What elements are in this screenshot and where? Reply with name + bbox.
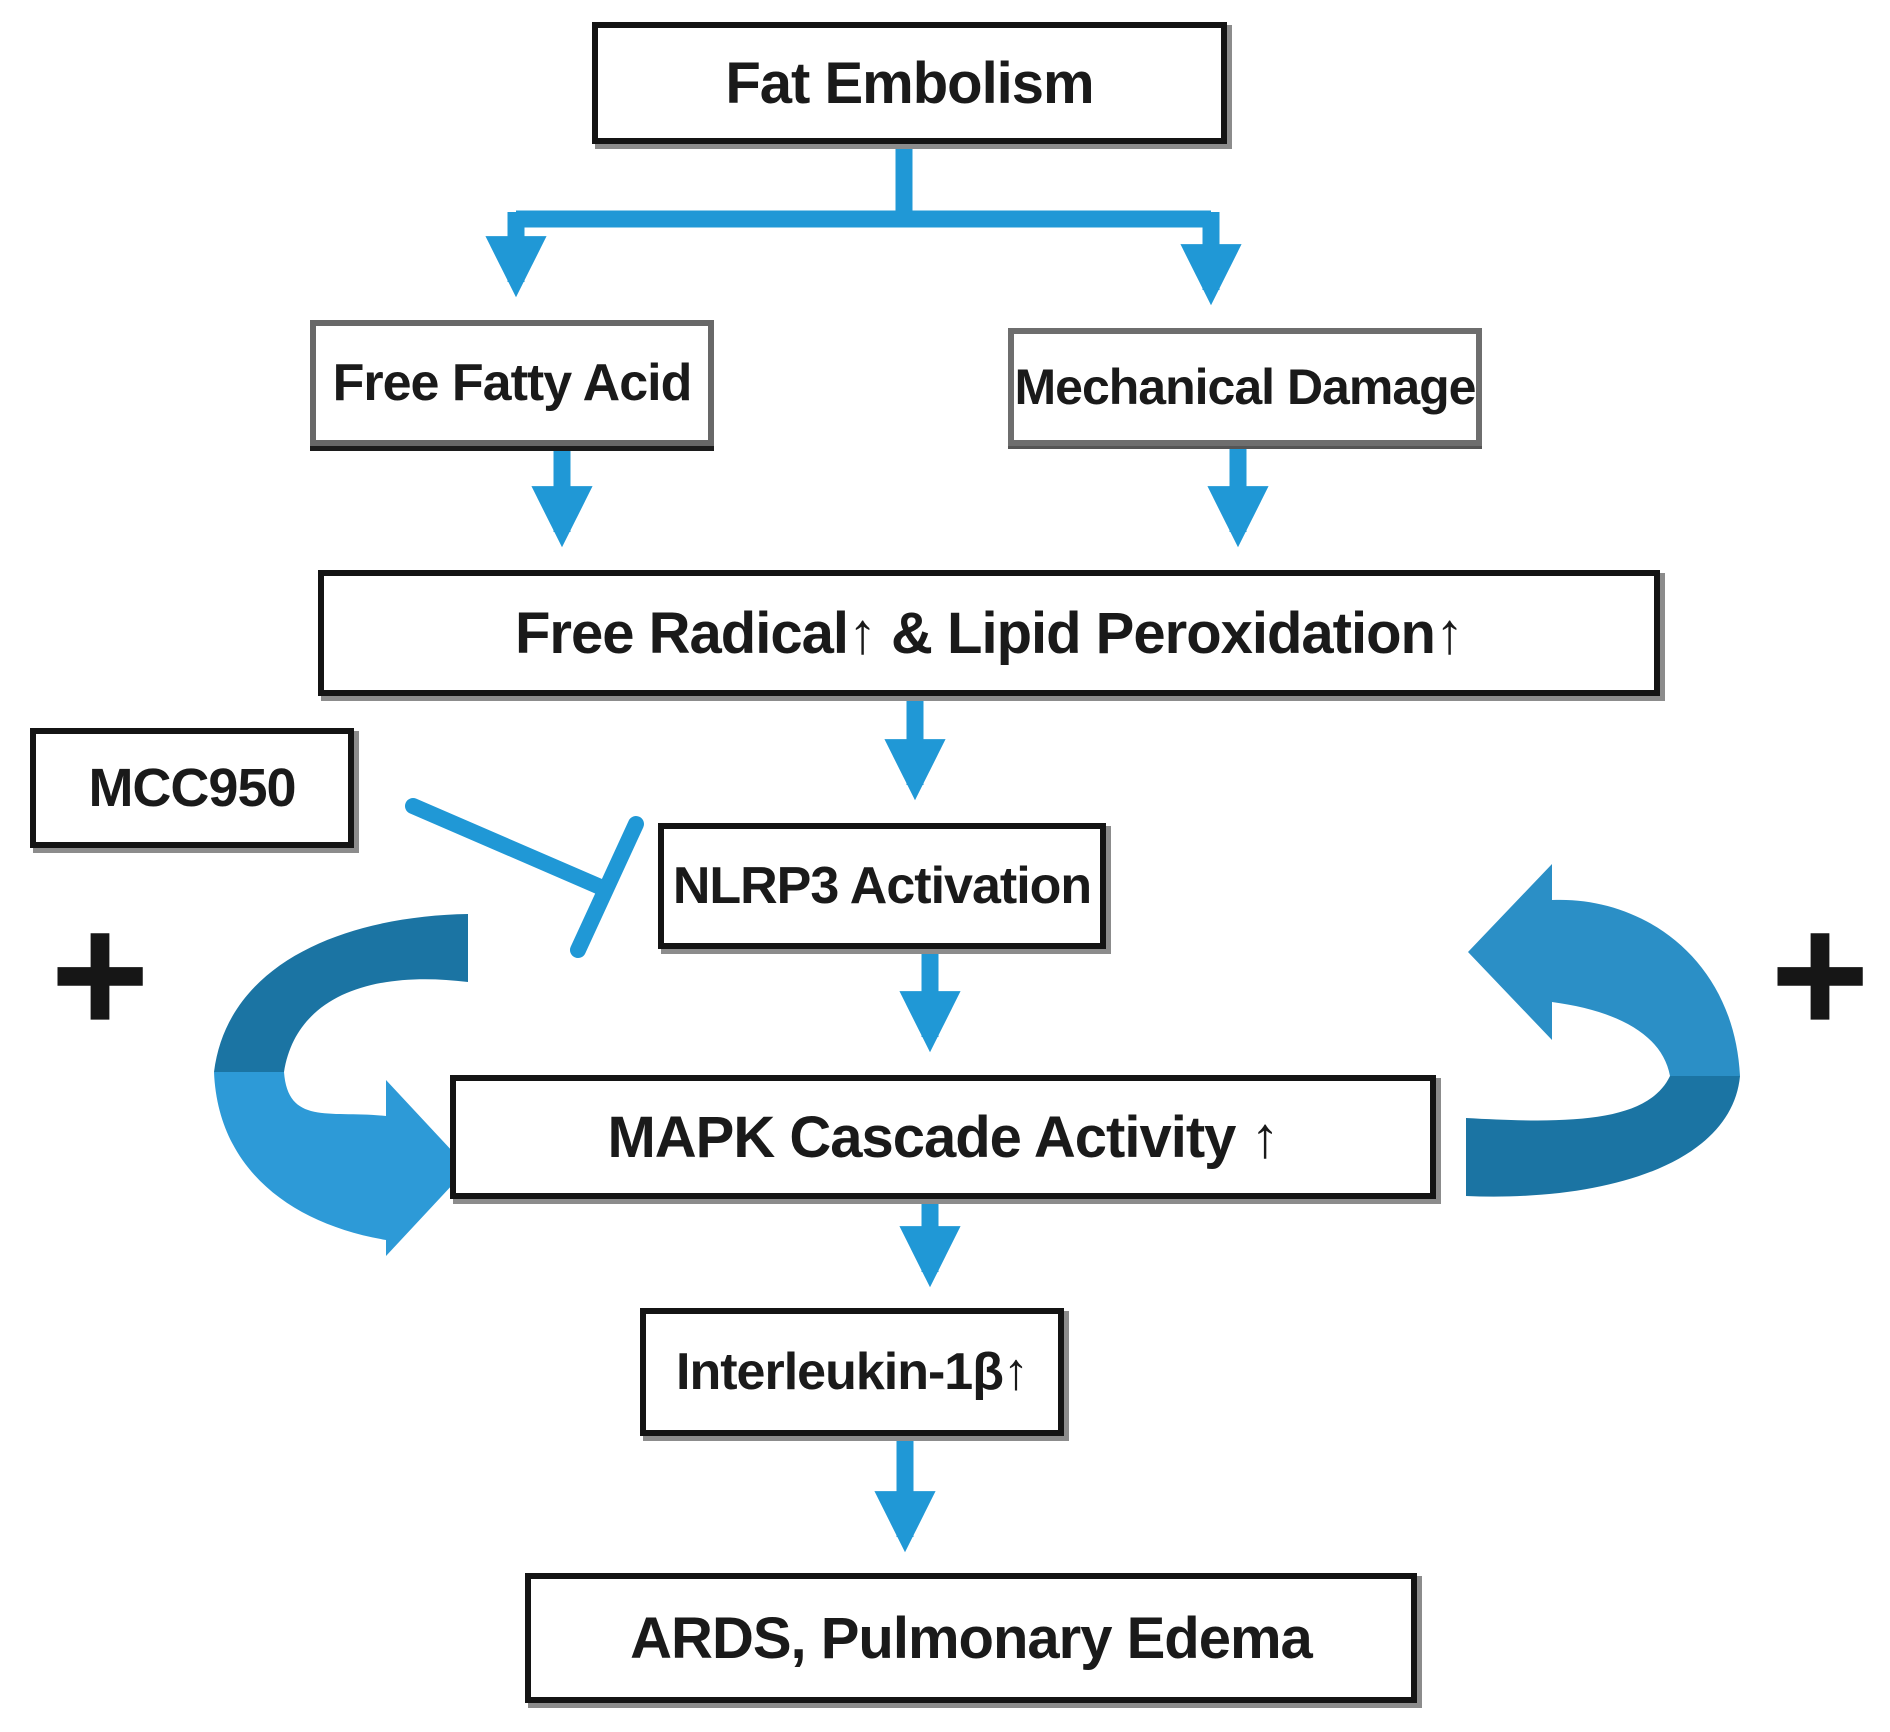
feedback-right-upper-band-arrowhead [1468, 864, 1740, 1076]
inhibition-crossbar [570, 816, 644, 958]
node-mapk-cascade-activity: MAPK Cascade Activity ↑ [450, 1075, 1436, 1199]
feedback-loop-right-icon [1466, 864, 1740, 1197]
inhibition-tbar-icon [405, 798, 644, 958]
node-interleukin-1b: Interleukin-1β↑ [640, 1308, 1064, 1436]
node-mcc950: MCC950 [30, 728, 354, 848]
node-nlrp3-activation: NLRP3 Activation [658, 823, 1106, 949]
node-fat-embolism: Fat Embolism [592, 22, 1227, 144]
inhibition-stem [405, 798, 606, 894]
node-ards-pulmonary-edema: ARDS, Pulmonary Edema [525, 1573, 1417, 1703]
node-free-fatty-acid: Free Fatty Acid [310, 320, 714, 446]
feedback-right-lower-band [1466, 1076, 1740, 1197]
feedback-loop-left-icon [214, 914, 468, 1256]
feedback-left-upper-band [214, 914, 468, 1072]
node-free-radical-lipid-peroxidation: Free Radical↑ & Lipid Peroxidation↑ [318, 570, 1660, 696]
feedback-left-lower-band-arrowhead [214, 1072, 468, 1256]
node-mechanical-damage: Mechanical Damage [1008, 328, 1482, 446]
